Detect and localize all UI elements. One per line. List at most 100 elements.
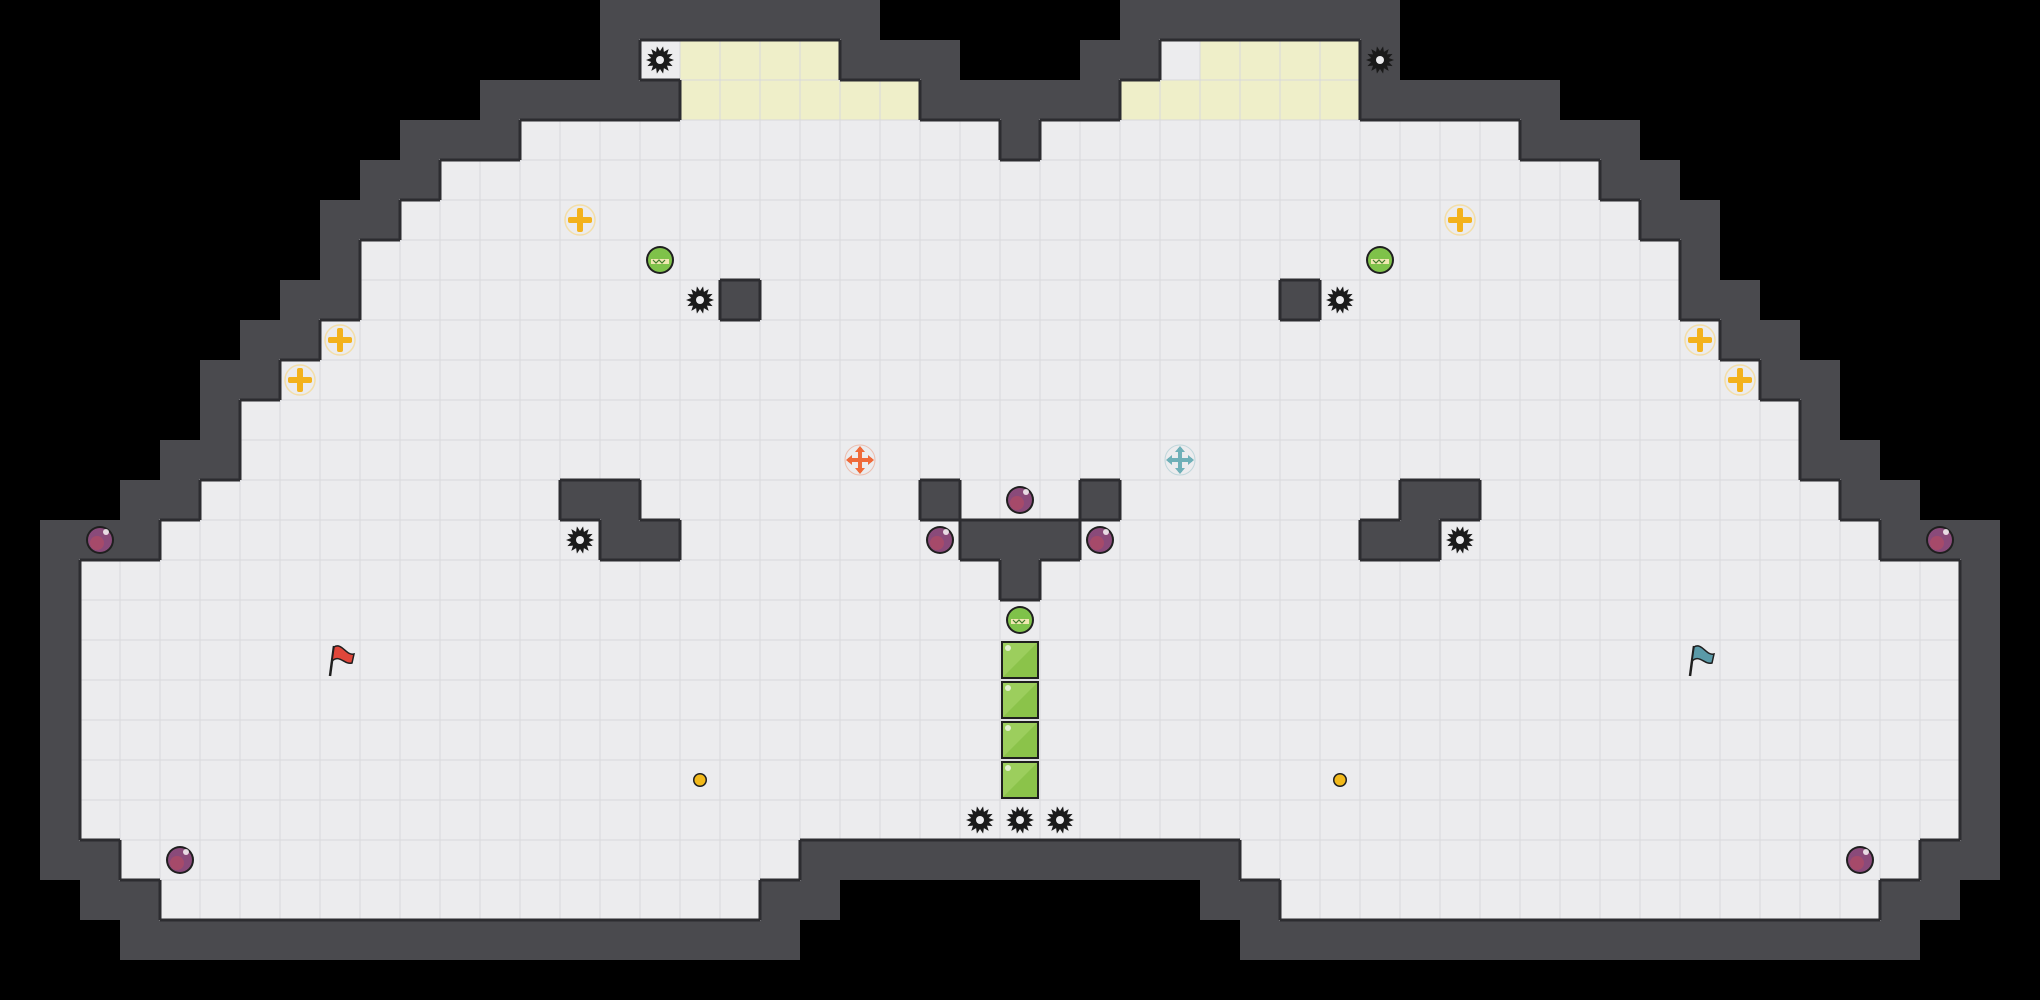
powerup-icon [1444,204,1476,236]
floor-tile [1479,519,1521,561]
floor-tile [1279,159,1321,201]
wall-tile [640,920,680,960]
floor-tile [1279,519,1321,561]
wall-tile [880,40,920,80]
floor-tile [1479,839,1521,881]
floor-tile [719,439,761,481]
floor-tile [1679,399,1721,441]
floor-tile [1439,119,1481,161]
floor-tile [519,559,561,601]
floor-tile [399,639,441,681]
floor-tile [1199,319,1241,361]
floor-tile [799,639,841,681]
floor-tile [639,119,681,161]
floor-tile [1199,119,1241,161]
wall-tile [1200,880,1240,920]
wall-tile [240,320,280,360]
wall-tile [240,920,280,960]
floor-tile [199,759,241,801]
floor-tile [359,519,401,561]
wall-tile [1080,40,1120,80]
floor-tile [1199,199,1241,241]
floor-tile [839,799,881,841]
floor-tile [1599,279,1641,321]
floor-tile [879,239,921,281]
floor-tile [519,519,561,561]
floor-tile [1479,479,1521,521]
wall-tile [1840,480,1880,520]
wall-tile [1080,840,1120,880]
floor-tile [1599,399,1641,441]
floor-tile [399,559,441,601]
floor-tile [559,599,601,641]
floor-tile [359,719,401,761]
floor-tile [1159,399,1201,441]
wall-tile [1080,480,1120,520]
wall-tile [1800,440,1840,480]
floor-tile [879,439,921,481]
floor-tile [319,519,361,561]
floor-tile [599,119,641,161]
wall-tile [320,280,360,320]
floor-tile [999,279,1041,321]
wall-tile [1040,80,1080,120]
wall-tile [200,400,240,440]
wall-tile [960,520,1000,560]
floor-tile [1679,359,1721,401]
floor-tile [1559,679,1601,721]
wall-tile [1280,280,1320,320]
floor-tile [1279,399,1321,441]
wall-tile [640,80,680,120]
floor-tile [1599,879,1641,921]
base-zone-tile [759,79,801,121]
floor-tile [1119,159,1161,201]
floor-tile [1279,679,1321,721]
floor-tile [1439,599,1481,641]
floor-tile [759,679,801,721]
floor-tile [1079,559,1121,601]
wall-tile [360,200,400,240]
wall-tile [400,920,440,960]
floor-tile [559,719,601,761]
wall-tile [1840,920,1880,960]
floor-tile [239,439,281,481]
wall-tile [840,0,880,40]
floor-tile [519,679,561,721]
floor-tile [1159,639,1201,681]
floor-tile [439,279,481,321]
floor-tile [1519,679,1561,721]
floor-tile [279,639,321,681]
floor-tile [599,559,641,601]
wall-tile [1280,920,1320,960]
floor-tile [1759,439,1801,481]
floor-tile [1359,279,1401,321]
floor-tile [279,839,321,881]
floor-tile [479,679,521,721]
floor-tile [359,479,401,521]
floor-tile [1439,639,1481,681]
floor-tile [959,679,1001,721]
floor-tile [1279,199,1321,241]
floor-tile [1159,39,1201,81]
base-zone-tile [839,79,881,121]
floor-tile [759,799,801,841]
floor-tile [359,399,401,441]
floor-tile [1759,479,1801,521]
floor-tile [239,679,281,721]
floor-tile [519,399,561,441]
floor-tile [439,639,481,681]
floor-tile [799,799,841,841]
floor-tile [1479,639,1521,681]
wall-tile [1880,480,1920,520]
blue-flag-icon [1688,645,1715,677]
wall-tile [920,80,960,120]
floor-tile [799,359,841,401]
floor-tile [1799,599,1841,641]
floor-tile [1879,839,1921,881]
floor-tile [1279,559,1321,601]
wall-tile [40,520,80,560]
floor-tile [879,479,921,521]
floor-tile [879,559,921,601]
floor-tile [1519,479,1561,521]
wall-tile [800,880,840,920]
